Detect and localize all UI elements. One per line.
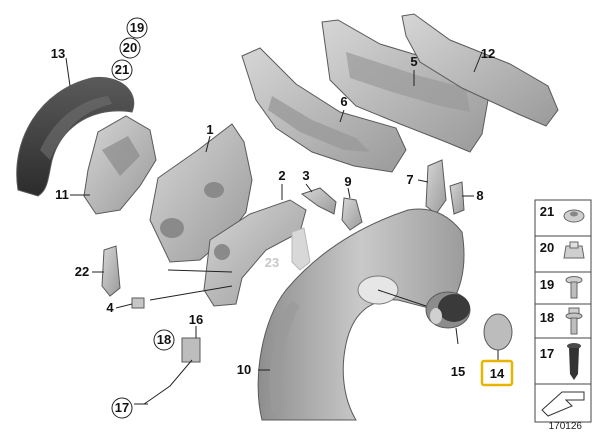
catalog-number: 170126 — [548, 421, 582, 432]
circle-17 — [111, 397, 133, 419]
circle-18 — [153, 329, 175, 351]
label-8: 8 — [476, 188, 483, 203]
label-23: 23 — [265, 255, 279, 270]
label-9: 9 — [344, 174, 351, 189]
legend-label-21: 21 — [540, 204, 554, 219]
legend-item-18[interactable]: 18 — [540, 307, 583, 335]
upper-rear-panel[interactable] — [401, 13, 559, 127]
bracket-3[interactable] — [300, 187, 337, 215]
rear-panel[interactable] — [321, 19, 489, 153]
bracket-7[interactable] — [425, 159, 447, 215]
leader-13 — [65, 57, 71, 87]
leader-10 — [258, 289, 427, 371]
label-1: 1 — [206, 122, 213, 137]
leader-3 — [305, 183, 313, 193]
leader-16-17 — [134, 326, 197, 405]
leader-6 — [339, 109, 345, 123]
label-11: 11 — [55, 187, 69, 202]
cable-16[interactable] — [143, 337, 201, 405]
label-18: 18 — [157, 332, 171, 347]
leader-4 — [115, 303, 133, 309]
label-4: 4 — [106, 300, 114, 315]
flange-screw-icon — [565, 307, 583, 335]
collar-screw-icon — [565, 276, 583, 299]
leader-7-8 — [417, 179, 474, 197]
label-13: 13 — [51, 46, 65, 61]
leader-12 — [473, 51, 483, 73]
label-14: 14 — [490, 366, 505, 381]
label-22: 22 — [75, 264, 89, 279]
bracket-23[interactable] — [291, 227, 311, 271]
push-rivet-icon — [567, 343, 581, 380]
wheel-arch-liner[interactable] — [16, 76, 135, 197]
legend-item-21[interactable]: 21 — [540, 204, 585, 223]
circle-20-top — [119, 37, 141, 59]
flat-clip-icon — [563, 209, 585, 223]
label-3: 3 — [302, 168, 309, 183]
fuel-filler-housing[interactable] — [425, 291, 471, 329]
bracket-8[interactable] — [449, 181, 465, 215]
legend-item-19[interactable]: 19 — [540, 276, 583, 299]
fastener-legend — [534, 199, 592, 423]
leader-15 — [455, 327, 459, 345]
wheel-house[interactable] — [83, 115, 157, 215]
leader-1 — [205, 135, 211, 153]
arrow-icon — [541, 391, 585, 417]
label-17: 17 — [115, 400, 129, 415]
legend-item-20[interactable]: 20 — [540, 240, 585, 259]
label-2: 2 — [278, 168, 285, 183]
legend-label-17: 17 — [540, 346, 554, 361]
rear-crossmember[interactable] — [241, 47, 407, 173]
label-7: 7 — [406, 172, 413, 187]
legend-label-18: 18 — [540, 310, 554, 325]
label-16: 16 — [189, 312, 203, 327]
leader-2 — [149, 184, 283, 301]
inner-side-panel[interactable] — [149, 123, 253, 263]
circle-21-top — [111, 59, 133, 81]
clip-4[interactable] — [131, 297, 145, 309]
label-21-top: 21 — [115, 62, 129, 77]
highlight-box-14 — [480, 359, 514, 387]
bracket-9[interactable] — [341, 197, 363, 231]
label-5: 5 — [410, 54, 417, 69]
label-6: 6 — [340, 94, 347, 109]
fuel-filler-flap[interactable] — [483, 313, 513, 351]
label-10: 10 — [237, 362, 251, 377]
label-19-top: 19 — [130, 20, 144, 35]
label-12: 12 — [481, 46, 495, 61]
label-20-top: 20 — [123, 40, 137, 55]
legend-label-20: 20 — [540, 240, 554, 255]
leader-9 — [347, 187, 351, 199]
legend-item-17[interactable]: 17 — [540, 343, 581, 380]
label-15: 15 — [451, 364, 465, 379]
expanding-nut-icon — [563, 241, 585, 259]
legend-label-19: 19 — [540, 277, 554, 292]
circle-19-top — [126, 17, 148, 39]
bracket-22[interactable] — [101, 245, 121, 297]
